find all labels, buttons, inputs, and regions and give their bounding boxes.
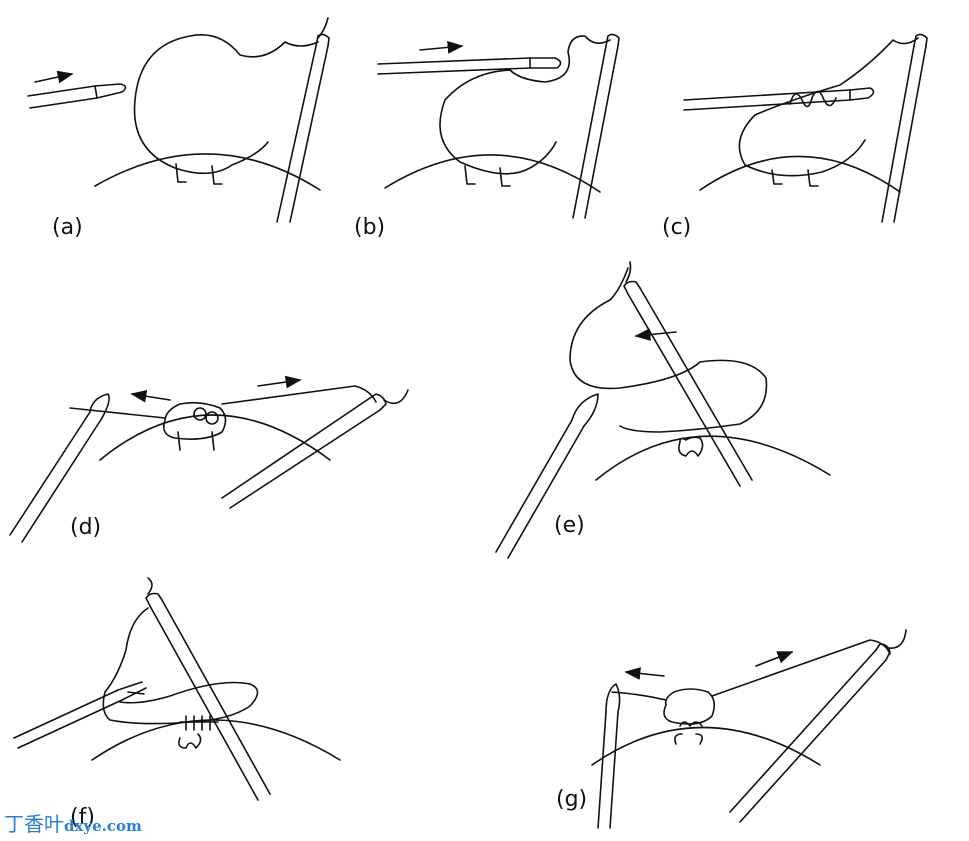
tissue-arc (100, 415, 330, 460)
suture-end (888, 630, 906, 648)
tissue-edge-right (212, 432, 214, 450)
panel-e (496, 262, 830, 558)
tissue-edge-left (176, 164, 186, 182)
suture-right (222, 386, 376, 404)
needle-holder-left-tip (90, 394, 109, 418)
needle-holder-right-tip (316, 34, 329, 46)
panel-label-e: (e) (554, 513, 585, 538)
motion-arrow (35, 74, 72, 82)
panel-c (684, 34, 927, 222)
panel-g (592, 630, 906, 828)
needle-holder-left-tip (95, 84, 126, 98)
knot-coils (675, 722, 702, 744)
motion-arrow (420, 46, 462, 50)
suture-loop (103, 608, 257, 724)
tissue-edge-left (465, 166, 475, 184)
needle-holder-left-tip (530, 58, 561, 68)
needle-holder-right-tip (146, 594, 162, 607)
panel-b (378, 34, 619, 218)
knot (664, 689, 714, 724)
suture-loop (135, 35, 319, 173)
tissue-arc (95, 154, 320, 190)
motion-arrow-right (756, 652, 792, 666)
needle-holder-left (28, 86, 97, 108)
needle-holder-right (573, 46, 618, 218)
suture-loop (570, 268, 766, 432)
motion-arrow (636, 332, 676, 336)
tissue-edge-left (178, 432, 180, 450)
panel-label-g: (g) (556, 787, 587, 812)
needle-holder-right (628, 288, 752, 486)
tissue-arc (592, 728, 820, 766)
watermark: 丁香叶dxye.com (4, 808, 142, 837)
needle-holder-left-jaws (118, 682, 146, 700)
knot-coils (179, 734, 201, 748)
needle-holder-right (150, 600, 270, 800)
needle-holder-right-tip (370, 394, 386, 410)
panel-label-c: (c) (662, 215, 691, 240)
watermark-chinese: 丁香叶 (4, 812, 64, 836)
needle-holder-left-tip (850, 88, 874, 100)
tissue-arc (596, 436, 830, 480)
tissue-edge-left (772, 170, 782, 184)
motion-arrow-left (132, 394, 170, 400)
suture-left (70, 408, 165, 418)
panel-label-a: (a) (52, 215, 83, 240)
suture-loop (440, 36, 610, 174)
needle-holder-right (222, 398, 380, 508)
suture-loop (739, 38, 918, 176)
knot-loop (194, 408, 206, 420)
watermark-domain: dxye.com (64, 817, 142, 835)
needle-holder-right-tip (914, 34, 927, 46)
tissue-arc (700, 156, 900, 192)
panel-f (14, 578, 340, 800)
needle-holder-left (378, 58, 530, 74)
needle-holder-right-tip (876, 644, 890, 660)
needle-holder-left-tip (572, 394, 598, 426)
needle-holder-left (684, 90, 850, 110)
panel-label-d: (d) (70, 515, 101, 540)
needle-holder-right (730, 650, 886, 822)
knot-coils (679, 437, 703, 456)
suture-end (384, 390, 408, 403)
panel-label-b: (b) (354, 215, 385, 240)
needle-holder-right (277, 46, 328, 222)
tissue-edge-right (500, 168, 510, 186)
motion-arrow-left (626, 672, 664, 676)
tissue-arc (385, 155, 600, 192)
needle-holder-right (882, 46, 926, 222)
motion-arrow-right (258, 380, 300, 386)
needle-holder-left (598, 712, 618, 828)
needle-holder-right-tip (624, 282, 640, 295)
needle-holder-right-tip (606, 34, 619, 46)
needle-holder-left-tip (606, 684, 620, 712)
knot-loop (206, 412, 218, 424)
panel-a (28, 18, 329, 222)
tissue-edge-right (212, 166, 222, 184)
suture-end (148, 578, 152, 594)
needle-holder-left (14, 690, 122, 748)
suture-right (712, 640, 890, 696)
